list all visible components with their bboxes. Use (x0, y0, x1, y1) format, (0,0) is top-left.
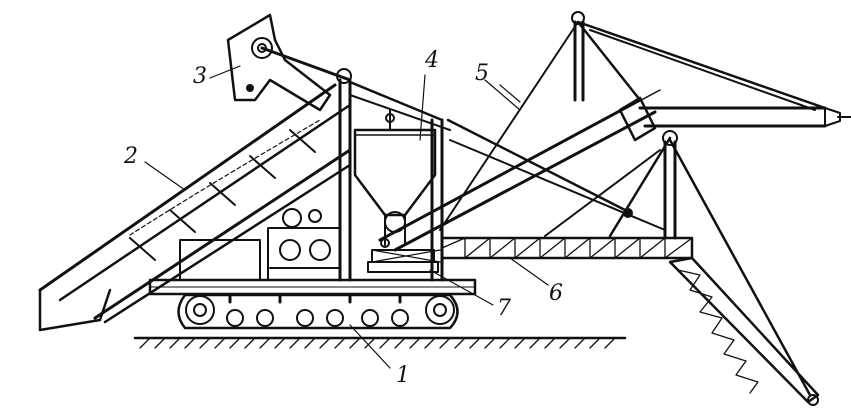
cantilever-arm (638, 106, 851, 128)
upper-drive-housing (226, 13, 352, 112)
lower-lattice-boom (668, 256, 820, 406)
main-frame (338, 78, 451, 282)
inclined-boom (378, 89, 661, 252)
callout-label-3: 3 (193, 64, 207, 89)
bucket-ladder-conveyor (38, 83, 352, 332)
callout-label-7: 7 (497, 296, 511, 321)
leader-lines (144, 65, 549, 369)
callout-label-4: 4 (425, 48, 439, 73)
callout-label-6: 6 (549, 281, 563, 306)
ground (133, 336, 627, 349)
tower-mast (439, 11, 827, 231)
discharge-conveyor (440, 236, 694, 260)
callout-label-1: 1 (396, 363, 410, 388)
callout-label-5: 5 (475, 61, 489, 86)
chassis-platform (148, 278, 477, 296)
material-hopper (353, 109, 437, 246)
crawler-track (177, 293, 459, 330)
callout-label-2: 2 (124, 144, 138, 169)
support-strut (544, 130, 812, 397)
